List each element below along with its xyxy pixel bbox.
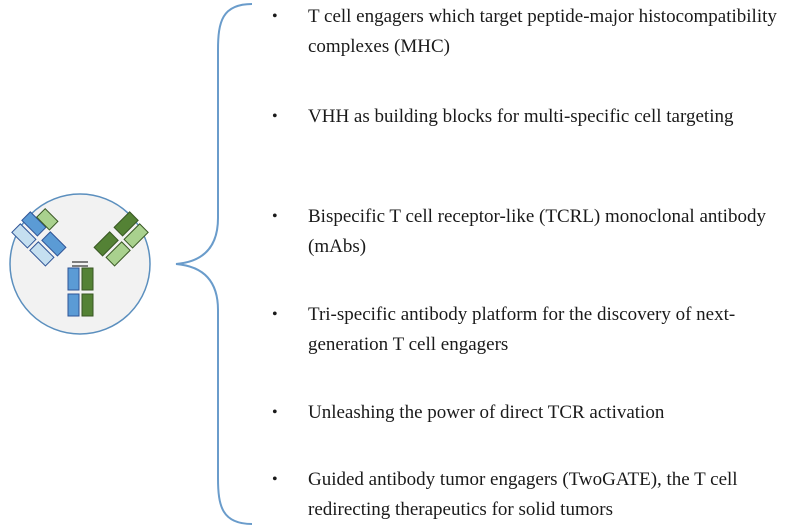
left-heavy-block-1 <box>21 211 47 237</box>
list-item: • VHH as building blocks for multi-speci… <box>272 102 784 132</box>
left-heavy-block-2 <box>41 231 67 257</box>
right-light-block-2 <box>105 241 131 267</box>
right-heavy-block-2 <box>93 231 119 257</box>
left-light-green-block <box>35 207 59 231</box>
list-item: • Tri-specific antibody platform for the… <box>272 300 784 360</box>
list-item: • Guided antibody tumor engagers (TwoGAT… <box>272 465 784 525</box>
antibody-left-arm <box>11 207 67 267</box>
stem-blue-lower <box>67 293 80 317</box>
antibody-stem <box>67 267 94 317</box>
brace-path <box>175 3 253 525</box>
stem-green-lower <box>81 293 94 317</box>
left-light-block-1 <box>11 223 37 249</box>
list-item: • Bispecific T cell receptor-like (TCRL)… <box>272 202 784 262</box>
list-item-text: VHH as building blocks for multi-specifi… <box>308 106 734 127</box>
right-heavy-block-1 <box>113 211 139 237</box>
list-item-text: Bispecific T cell receptor-like (TCRL) m… <box>308 206 766 257</box>
antibody-hinge <box>72 261 88 267</box>
bullet-marker: • <box>272 404 278 421</box>
list-item-text: Guided antibody tumor engagers (TwoGATE)… <box>308 469 738 520</box>
bullet-marker: • <box>272 306 278 323</box>
stem-green-upper <box>81 267 94 291</box>
list-item-text: Tri-specific antibody platform for the d… <box>308 304 736 355</box>
bullet-marker: • <box>272 108 278 125</box>
list-item-text: T cell engagers which target peptide-maj… <box>308 6 777 57</box>
bullet-marker: • <box>272 8 278 25</box>
bullet-marker: • <box>272 208 278 225</box>
stem-blue-upper <box>67 267 80 291</box>
right-light-block-1 <box>123 223 149 249</box>
antibody-right-arm <box>93 211 149 267</box>
list-item: • Unleashing the power of direct TCR act… <box>272 398 784 428</box>
list-item: • T cell engagers which target peptide-m… <box>272 2 784 62</box>
bullet-marker: • <box>272 471 278 488</box>
left-light-block-2 <box>29 241 55 267</box>
antibody-y-icon <box>9 193 151 335</box>
list-item-text: Unleashing the power of direct TCR activ… <box>308 402 665 423</box>
